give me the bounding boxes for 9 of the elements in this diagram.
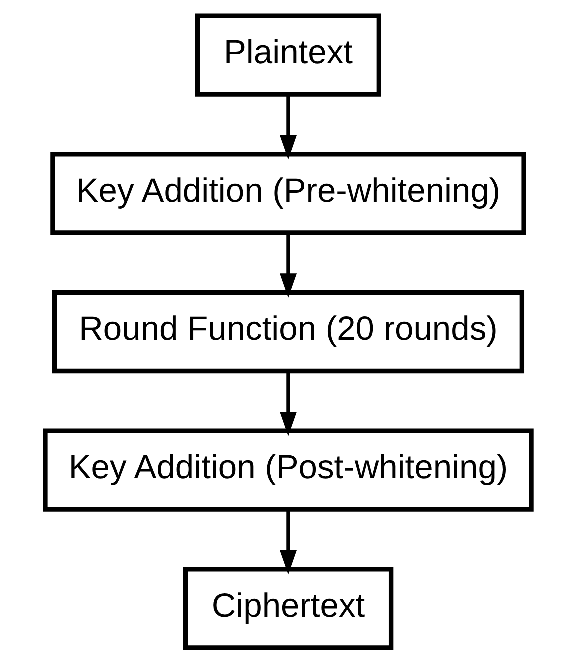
node-box: Plaintext [195, 14, 381, 97]
arrow [279, 233, 297, 298]
arrow [279, 371, 297, 436]
node-box: Key Addition (Post-whitening) [42, 428, 534, 512]
arrow [279, 94, 297, 160]
node-box: Round Function (20 rounds) [52, 290, 524, 374]
node-box: Ciphertext [182, 567, 394, 650]
arrow [279, 510, 297, 575]
node-box: Key Addition (Pre-whitening) [50, 152, 526, 236]
